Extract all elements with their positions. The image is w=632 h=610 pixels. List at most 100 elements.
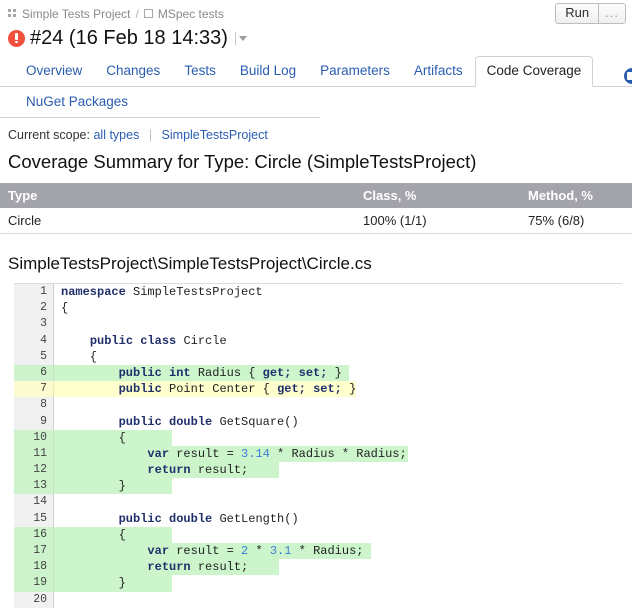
line-number: 10	[14, 430, 54, 446]
code-source: public double GetLength()	[54, 511, 622, 527]
line-number: 8	[14, 397, 54, 413]
tab-changes[interactable]: Changes	[94, 56, 172, 86]
line-number: 14	[14, 494, 54, 510]
code-text: public int Radius { get; set; }	[61, 366, 342, 380]
code-line: 12 return result;	[14, 462, 622, 478]
scope-link-project[interactable]: SimpleTestsProject	[162, 128, 268, 142]
line-number: 20	[14, 592, 54, 608]
code-text: {	[61, 350, 97, 364]
code-line: 5 {	[14, 349, 622, 365]
code-line: 13 }	[14, 478, 622, 494]
breadcrumb-project[interactable]: Simple Tests Project	[22, 7, 131, 21]
code-source: return result;	[54, 559, 622, 575]
code-source: public double GetSquare()	[54, 414, 622, 430]
code-source: }	[54, 478, 622, 494]
code-source	[54, 494, 622, 510]
scope-divider: |	[149, 128, 152, 142]
scope-link-all-types[interactable]: all types	[93, 128, 139, 142]
line-number: 16	[14, 527, 54, 543]
code-line: 3	[14, 316, 622, 332]
code-source: var result = 3.14 * Radius * Radius;	[54, 446, 622, 462]
tab-row-primary: OverviewChangesTestsBuild LogParametersA…	[0, 56, 632, 86]
code-line: 16 {	[14, 527, 622, 543]
caret-divider	[235, 32, 236, 45]
coverage-summary-title: Coverage Summary for Type: Circle (Simpl…	[0, 142, 632, 173]
code-text: return result;	[61, 560, 248, 574]
code-text: var result = 2 * 3.1 * Radius;	[61, 544, 363, 558]
code-source: {	[54, 349, 622, 365]
config-square-icon	[144, 9, 153, 18]
code-source	[54, 316, 622, 332]
error-circle-icon	[8, 30, 25, 47]
scope-label: Current scope:	[8, 128, 90, 142]
code-line: 15 public double GetLength()	[14, 511, 622, 527]
code-source: {	[54, 527, 622, 543]
code-line: 11 var result = 3.14 * Radius * Radius;	[14, 446, 622, 462]
code-line: 7 public Point Center { get; set; }	[14, 381, 622, 397]
code-text: public class Circle	[61, 334, 227, 348]
code-text: }	[61, 479, 126, 493]
tab-row-secondary: NuGet Packages	[0, 87, 632, 117]
code-line: 1namespace SimpleTestsProject	[14, 284, 622, 300]
line-number: 13	[14, 478, 54, 494]
tab-tests[interactable]: Tests	[172, 56, 228, 86]
build-header: #24 (16 Feb 18 14:33)	[0, 22, 632, 50]
tab-parameters[interactable]: Parameters	[308, 56, 402, 86]
breadcrumb: Simple Tests Project / MSpec tests	[0, 0, 632, 22]
tab-overview[interactable]: Overview	[14, 56, 94, 86]
tab-bar: OverviewChangesTestsBuild LogParametersA…	[0, 56, 632, 118]
tab-artifacts[interactable]: Artifacts	[402, 56, 475, 86]
cell-class-pct: 100% (1/1)	[355, 208, 520, 234]
line-number: 4	[14, 333, 54, 349]
line-number: 2	[14, 300, 54, 316]
code-text: {	[61, 528, 126, 542]
coverage-summary-table: Type Class, % Method, % Circle100% (1/1)…	[0, 183, 632, 234]
code-text: var result = 3.14 * Radius * Radius;	[61, 447, 407, 461]
cell-method-pct: 75% (6/8)	[520, 208, 632, 234]
code-line: 20	[14, 592, 622, 608]
current-scope: Current scope: all types | SimpleTestsPr…	[0, 118, 632, 142]
code-text: {	[61, 301, 68, 315]
code-line: 6 public int Radius { get; set; }	[14, 365, 622, 381]
line-number: 3	[14, 316, 54, 332]
breadcrumb-config[interactable]: MSpec tests	[158, 7, 224, 21]
code-line: 8	[14, 397, 622, 413]
tab-nuget-packages[interactable]: NuGet Packages	[14, 87, 140, 117]
cell-type: Circle	[0, 208, 355, 234]
line-number: 7	[14, 381, 54, 397]
build-dropdown-toggle[interactable]	[235, 32, 247, 45]
column-header-class-pct[interactable]: Class, %	[355, 183, 520, 208]
code-text: }	[61, 576, 126, 590]
code-text: public double GetLength()	[61, 512, 299, 526]
line-number: 9	[14, 414, 54, 430]
source-code-listing[interactable]: 1namespace SimpleTestsProject2 {34 public…	[14, 283, 622, 608]
code-line: 14	[14, 494, 622, 510]
run-options-button[interactable]: ...	[598, 3, 626, 24]
run-button-group[interactable]: Run ...	[555, 3, 626, 24]
code-line: 9 public double GetSquare()	[14, 414, 622, 430]
code-text: public double GetSquare()	[61, 415, 299, 429]
code-source: namespace SimpleTestsProject	[54, 284, 622, 300]
line-number: 17	[14, 543, 54, 559]
table-header-row: Type Class, % Method, %	[0, 183, 632, 208]
run-button[interactable]: Run	[555, 3, 598, 24]
code-text: public Point Center { get; set; }	[61, 382, 356, 396]
code-source	[54, 397, 622, 413]
tab-code-coverage[interactable]: Code Coverage	[475, 56, 594, 87]
code-line: 19 }	[14, 575, 622, 591]
code-source	[54, 592, 622, 608]
code-text: return result;	[61, 463, 248, 477]
code-source: {	[54, 300, 622, 316]
code-line: 10 {	[14, 430, 622, 446]
table-row[interactable]: Circle100% (1/1)75% (6/8)	[0, 208, 632, 234]
code-source: public class Circle	[54, 333, 622, 349]
code-text: namespace SimpleTestsProject	[61, 285, 263, 299]
code-line: 4 public class Circle	[14, 333, 622, 349]
column-header-type[interactable]: Type	[0, 183, 355, 208]
tab-build-log[interactable]: Build Log	[228, 56, 308, 86]
line-number: 19	[14, 575, 54, 591]
line-number: 6	[14, 365, 54, 381]
tab-underline-secondary	[0, 117, 320, 118]
column-header-method-pct[interactable]: Method, %	[520, 183, 632, 208]
